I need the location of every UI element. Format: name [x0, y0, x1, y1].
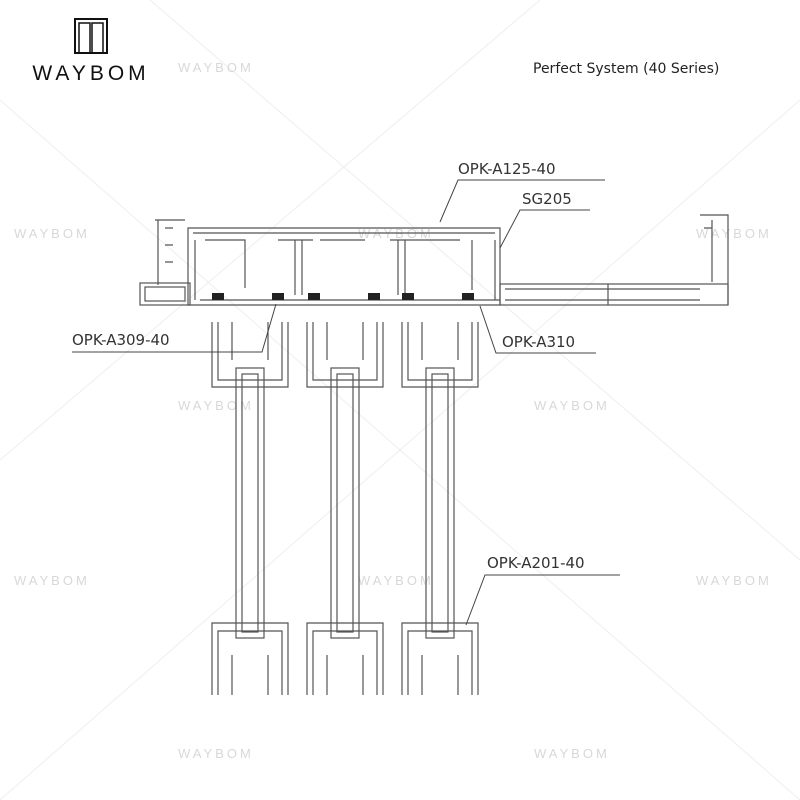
- svg-text:WAYBOM: WAYBOM: [696, 573, 772, 588]
- top-track-frame: [139, 214, 729, 306]
- door-logo-icon: [74, 18, 108, 54]
- label-opk-a310: OPK-A310: [479, 305, 596, 354]
- svg-text:WAYBOM: WAYBOM: [14, 573, 90, 588]
- svg-text:WAYBOM: WAYBOM: [178, 60, 254, 75]
- brand-name: WAYBOM: [32, 62, 150, 85]
- label-opk-a201-40: OPK-A201-40: [465, 554, 620, 626]
- svg-text:WAYBOM: WAYBOM: [534, 398, 610, 413]
- svg-text:WAYBOM: WAYBOM: [696, 226, 772, 241]
- watermarks: WAYBOM WAYBOM WAYBOM WAYBOM WAYBOM WAYBO…: [14, 60, 772, 761]
- svg-text:OPK-A201-40: OPK-A201-40: [487, 554, 585, 572]
- label-opk-a309-40: OPK-A309-40: [72, 303, 277, 353]
- svg-text:OPK-A310: OPK-A310: [502, 333, 575, 351]
- svg-text:WAYBOM: WAYBOM: [14, 226, 90, 241]
- svg-text:WAYBOM: WAYBOM: [358, 573, 434, 588]
- label-sg205: SG205: [499, 190, 590, 249]
- svg-text:OPK-A125-40: OPK-A125-40: [458, 160, 556, 178]
- sash-right: [401, 322, 479, 695]
- svg-text:WAYBOM: WAYBOM: [534, 746, 610, 761]
- svg-text:SG205: SG205: [522, 190, 572, 208]
- svg-text:WAYBOM: WAYBOM: [178, 398, 254, 413]
- sash-middle: [306, 322, 384, 695]
- svg-text:OPK-A309-40: OPK-A309-40: [72, 331, 170, 349]
- page-title: Perfect System (40 Series): [533, 61, 720, 77]
- brand-logo: WAYBOM: [26, 16, 156, 86]
- label-opk-a125-40: OPK-A125-40: [439, 160, 605, 223]
- seal-gaskets: [212, 293, 474, 300]
- sash-left: [211, 322, 289, 695]
- svg-text:WAYBOM: WAYBOM: [178, 746, 254, 761]
